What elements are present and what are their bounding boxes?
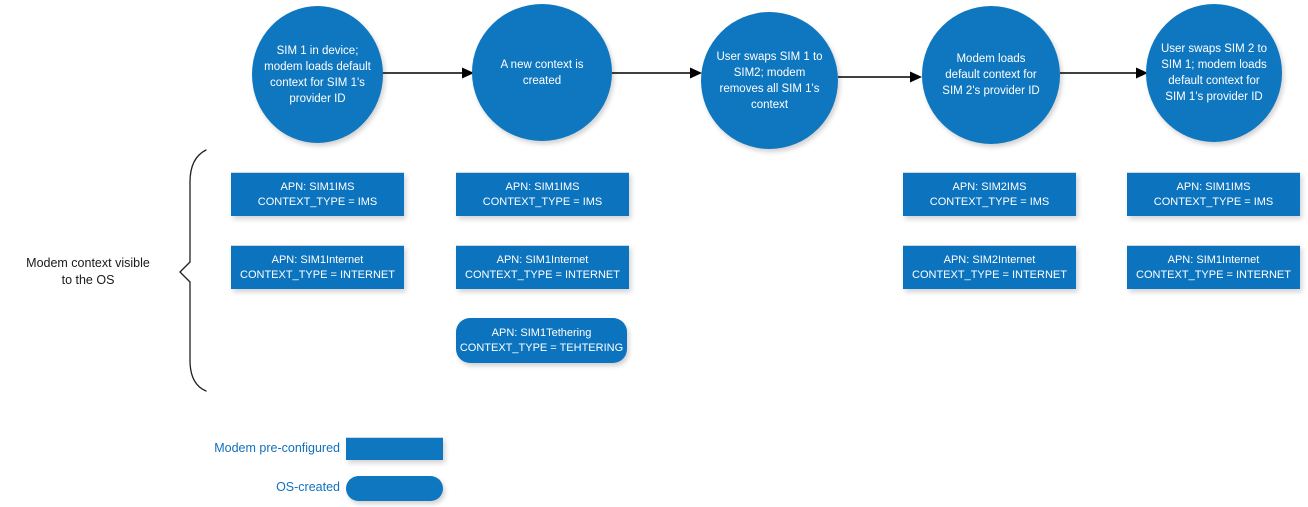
arrow-step4-to-step5 bbox=[1060, 67, 1148, 79]
legend-label-modem-pre-configured: Modem pre-configured bbox=[214, 441, 340, 455]
context-box-col5-ims[interactable]: APN: SIM1IMS CONTEXT_TYPE = IMS bbox=[1127, 172, 1300, 216]
arrow-step1-to-step2 bbox=[382, 67, 474, 79]
step-circle-5[interactable]: User swaps SIM 2 to SIM 1; modem loads d… bbox=[1146, 4, 1282, 142]
modem-context-bracket bbox=[179, 149, 207, 392]
step-circle-4[interactable]: Modem loads default context for SIM 2's … bbox=[922, 6, 1060, 144]
context-box-col4-ims[interactable]: APN: SIM2IMS CONTEXT_TYPE = IMS bbox=[903, 172, 1076, 216]
legend-swatch-modem-pre-configured bbox=[346, 437, 443, 460]
legend-label-os-created: OS-created bbox=[276, 480, 340, 494]
context-box-col2-tethering[interactable]: APN: SIM1Tethering CONTEXT_TYPE = TEHTER… bbox=[456, 318, 627, 363]
bracket-label: Modem context visible to the OS bbox=[26, 256, 150, 287]
context-box-col4-internet[interactable]: APN: SIM2Internet CONTEXT_TYPE = INTERNE… bbox=[903, 245, 1076, 289]
context-box-col2-internet[interactable]: APN: SIM1Internet CONTEXT_TYPE = INTERNE… bbox=[456, 245, 629, 289]
legend-swatch-os-created bbox=[346, 476, 443, 501]
arrow-step3-to-step4 bbox=[838, 71, 922, 83]
step-circle-1[interactable]: SIM 1 in device; modem loads default con… bbox=[252, 6, 383, 143]
context-box-col1-internet[interactable]: APN: SIM1Internet CONTEXT_TYPE = INTERNE… bbox=[231, 245, 404, 289]
step-circle-2[interactable]: A new context is created bbox=[472, 4, 612, 141]
context-box-col5-internet[interactable]: APN: SIM1Internet CONTEXT_TYPE = INTERNE… bbox=[1127, 245, 1300, 289]
step-circle-3[interactable]: User swaps SIM 1 to SIM2; modem removes … bbox=[701, 12, 838, 149]
context-box-col2-ims[interactable]: APN: SIM1IMS CONTEXT_TYPE = IMS bbox=[456, 172, 629, 216]
arrow-step2-to-step3 bbox=[612, 67, 702, 79]
context-box-col1-ims[interactable]: APN: SIM1IMS CONTEXT_TYPE = IMS bbox=[231, 172, 404, 216]
